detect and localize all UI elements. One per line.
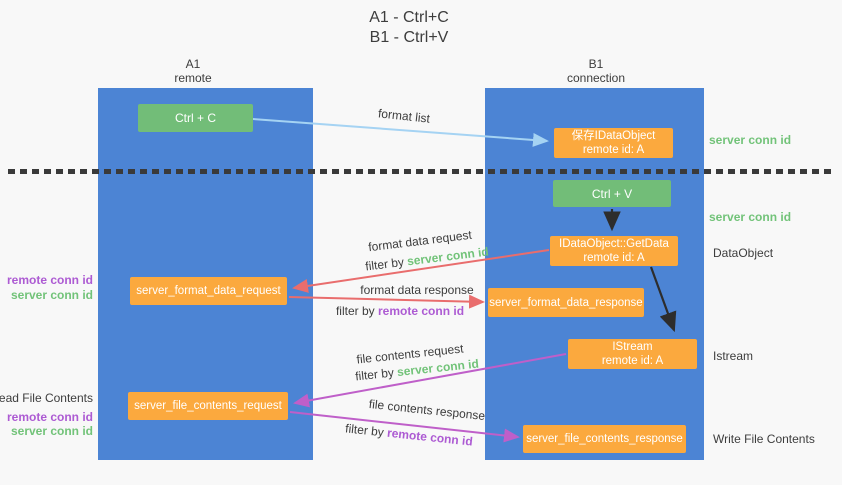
node-server-file-contents-response: server_file_contents_response <box>523 425 686 453</box>
title-line-1: A1 - Ctrl+C <box>369 9 449 26</box>
label-server-conn-id-right-mid: server conn id <box>709 210 792 224</box>
node-server-file-contents-request: server_file_contents_request <box>128 392 288 420</box>
filter-by-text: filter by <box>364 254 405 274</box>
label-remote-conn-id-left-bottom: remote conn id <box>6 410 93 424</box>
node-server-format-data-response: server_format_data_response <box>488 288 644 317</box>
session-divider-dotted-line <box>8 169 835 174</box>
label-filter-by-remote-conn-id-1: filter by remote conn id <box>336 304 464 318</box>
node-istream-line1: IStream <box>612 341 653 353</box>
node-idataobject-getdata: IDataObject::GetData remote id: A <box>550 236 678 266</box>
node-file-request-label: server_file_contents_request <box>134 400 282 412</box>
diagram-title: A1 - Ctrl+C B1 - Ctrl+V <box>369 8 449 48</box>
filter-by-text: filter by <box>335 304 375 318</box>
node-format-response-label: server_format_data_response <box>489 296 643 309</box>
node-ctrl-v: Ctrl + V <box>553 180 671 207</box>
column-a1-subtitle: remote <box>174 71 212 85</box>
column-b1-name: B1 <box>588 57 604 71</box>
node-server-format-data-request: server_format_data_request <box>130 277 287 305</box>
arrow-format-data-response <box>288 294 485 309</box>
node-ctrl-v-label: Ctrl + V <box>591 186 633 201</box>
label-istream: Istream <box>713 349 754 363</box>
label-write-file-contents: Write File Contents <box>713 432 815 446</box>
column-b1-subtitle: connection <box>566 71 626 85</box>
filter-by-text: filter by <box>354 365 395 384</box>
column-header-a1: A1 remote <box>174 57 211 85</box>
node-istream-line2: remote id: A <box>601 355 664 367</box>
node-file-response-label: server_file_contents_response <box>526 433 683 445</box>
node-getdata-line1: IDataObject::GetData <box>559 238 669 250</box>
label-format-list: format list <box>377 106 431 126</box>
label-server-conn-id-right-top: server conn id <box>709 133 792 147</box>
label-read-file-contents: Read File Contents <box>0 391 93 405</box>
node-ctrl-c-label: Ctrl + C <box>174 111 216 125</box>
remote-conn-id-text: remote conn id <box>378 304 465 318</box>
label-dataobject: DataObject <box>713 246 774 260</box>
filter-by-text: filter by <box>344 421 385 440</box>
node-istream: IStream remote id: A <box>568 339 697 369</box>
node-ctrl-c: Ctrl + C <box>138 104 253 132</box>
node-getdata-line2: remote id: A <box>583 252 645 264</box>
label-remote-conn-id-left-top: remote conn id <box>6 273 93 287</box>
title-line-2: B1 - Ctrl+V <box>369 29 449 46</box>
node-save-dataobject-line1: 保存IDataObject <box>571 130 656 142</box>
node-save-dataobject: 保存IDataObject remote id: A <box>554 128 673 158</box>
label-server-conn-id-left-bottom: server conn id <box>10 424 93 438</box>
column-header-b1: B1 connection <box>567 57 625 85</box>
label-server-conn-id-left-top: server conn id <box>10 288 93 302</box>
label-file-contents-response: file contents response <box>368 396 486 424</box>
column-a1-name: A1 <box>185 57 201 71</box>
node-save-dataobject-line2: remote id: A <box>582 144 645 156</box>
label-format-data-response: format data response <box>360 283 474 297</box>
node-format-request-label: server_format_data_request <box>136 285 281 297</box>
label-filter-by-remote-conn-id-2: filter by remote conn id <box>345 421 474 448</box>
remote-conn-id-text: remote conn id <box>386 425 474 449</box>
